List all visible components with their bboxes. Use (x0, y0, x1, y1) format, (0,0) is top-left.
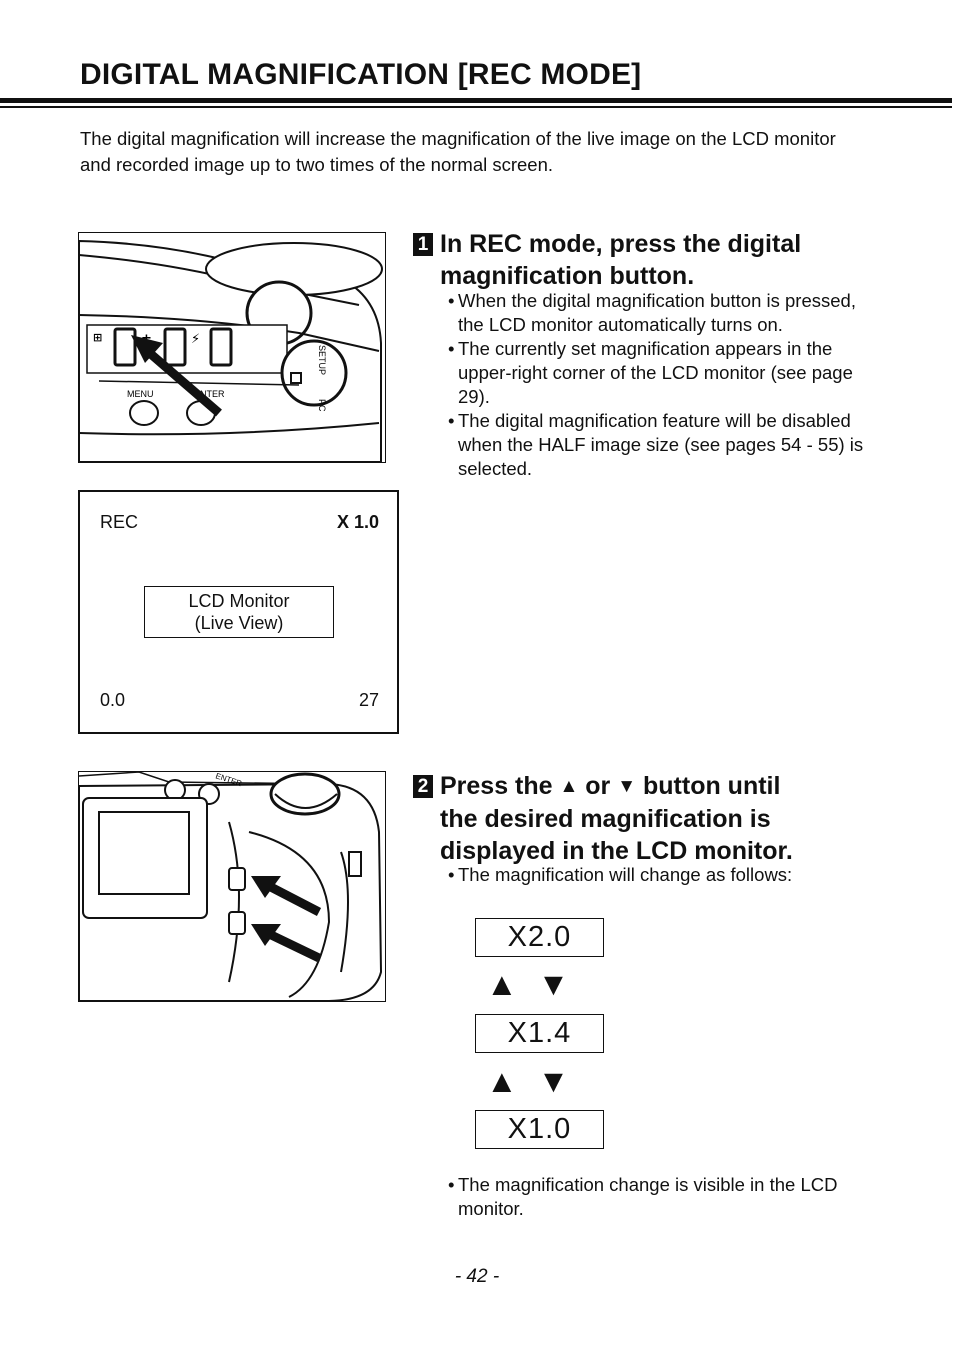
page-title: DIGITAL MAGNIFICATION [REC MODE] (80, 58, 642, 91)
camera-back-illustration: ENTER (78, 771, 386, 1002)
step2-number: 2 (413, 775, 433, 798)
lcd-mode-label: REC (100, 512, 139, 532)
title-rule-thick (0, 98, 952, 103)
lcd-live-view-line1: LCD Monitor (188, 591, 290, 611)
step1-bullet: When the digital magnification button is… (440, 289, 880, 337)
lcd-live-view-line2: (Live View) (194, 613, 284, 633)
pc-label: PC (317, 399, 327, 412)
up-arrow-icon: ▲ (559, 776, 579, 797)
lcd-monitor-diagram: REC X 1.0 LCD Monitor (Live View) 0.0 27 (78, 490, 399, 734)
magnification-box-1-4: X1.4 (475, 1014, 604, 1053)
lcd-live-view-box: LCD Monitor (Live View) (144, 586, 334, 638)
page-number: - 42 - (454, 1266, 500, 1287)
up-down-arrows-icon: ▲▼ (486, 1063, 590, 1099)
down-arrow-icon: ▼ (617, 776, 637, 797)
lcd-frame-count: 27 (358, 690, 379, 710)
lcd-exposure-label: 0.0 (100, 690, 126, 710)
step1-bullet-list: When the digital magnification button is… (440, 289, 880, 481)
enter-label: -ENTER (191, 389, 225, 399)
step2-title-line2: the desired magnification is (440, 805, 771, 833)
title-rule-thin (0, 106, 952, 108)
step1-number: 1 (413, 233, 433, 256)
step2-bullet-bottom: The magnification change is visible in t… (440, 1173, 880, 1221)
step1-bullet: The currently set magnification appears … (440, 337, 880, 409)
step2-title-or: or (585, 772, 611, 800)
camera-back-drawing: ENTER (79, 772, 383, 1001)
step2-title-part2: button until (643, 772, 781, 800)
intro-paragraph: The digital magnification will increase … (80, 128, 836, 175)
step1-title-line2: magnification button. (440, 262, 695, 290)
menu-label: MENU (127, 389, 154, 399)
step1-bullet: The digital magnification feature will b… (440, 409, 880, 481)
lcd-zoom-label: X 1.0 (336, 512, 379, 532)
svg-text:⚡: ⚡ (191, 332, 200, 347)
step1-title: In REC mode, press the digital magnifica… (440, 228, 910, 292)
step2-bullet: The magnification change is visible in t… (440, 1173, 880, 1221)
camera-top-illustration: ⊞ ± ⚡ SETUP PC MENU -ENTER (78, 232, 386, 463)
svg-text:⊞: ⊞ (93, 331, 102, 344)
step2-title-line3: displayed in the LCD monitor. (440, 837, 793, 865)
magnification-box-1-0: X1.0 (475, 1110, 604, 1149)
up-down-arrows-icon: ▲▼ (486, 966, 590, 1002)
setup-label: SETUP (317, 345, 327, 375)
step2-title: Press the ▲ or ▼ button until the desire… (440, 770, 910, 867)
step2-title-part1: Press the (440, 772, 553, 800)
step2-bullet: The magnification will change as follows… (440, 863, 880, 887)
step2-bullet-top: The magnification will change as follows… (440, 863, 880, 887)
step1-title-line1: In REC mode, press the digital (440, 230, 802, 258)
magnification-box-2-0: X2.0 (475, 918, 604, 957)
camera-top-drawing: ⊞ ± ⚡ SETUP PC MENU -ENTER (79, 239, 383, 462)
step2-title-line1: Press the ▲ or ▼ button until (440, 770, 910, 803)
